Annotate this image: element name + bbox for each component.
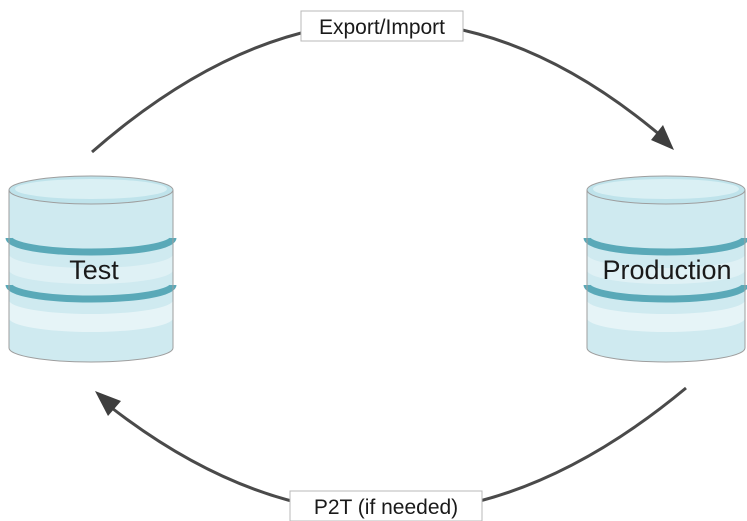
production-cylinder-ring-upper — [583, 237, 747, 256]
production-cylinder-top-highlight — [593, 179, 739, 199]
production-cylinder-ring-lower — [583, 284, 747, 303]
production-node-label: Production — [602, 255, 731, 285]
production-cylinder-middle-band — [587, 254, 745, 284]
p2t-label: P2T (if needed) — [314, 496, 458, 519]
p2t-label-box: P2T (if needed) — [289, 490, 483, 521]
export-import-label-box: Export/Import — [300, 10, 464, 42]
p2t-arrowhead — [95, 391, 121, 416]
test-cylinder-ring-upper — [5, 237, 177, 256]
test-cylinder-ring-lower — [5, 284, 177, 303]
production-cylinder-lower-band — [587, 300, 745, 332]
test-database-cylinder: Test — [5, 175, 177, 363]
test-cylinder-middle-band — [9, 254, 173, 284]
test-cylinder-lower-band — [9, 300, 173, 332]
export-import-label: Export/Import — [319, 16, 445, 39]
export-import-arrowhead — [651, 125, 674, 150]
test-cylinder-top-highlight — [15, 179, 167, 199]
production-database-cylinder: Production — [583, 175, 747, 363]
test-node-label: Test — [69, 255, 119, 285]
